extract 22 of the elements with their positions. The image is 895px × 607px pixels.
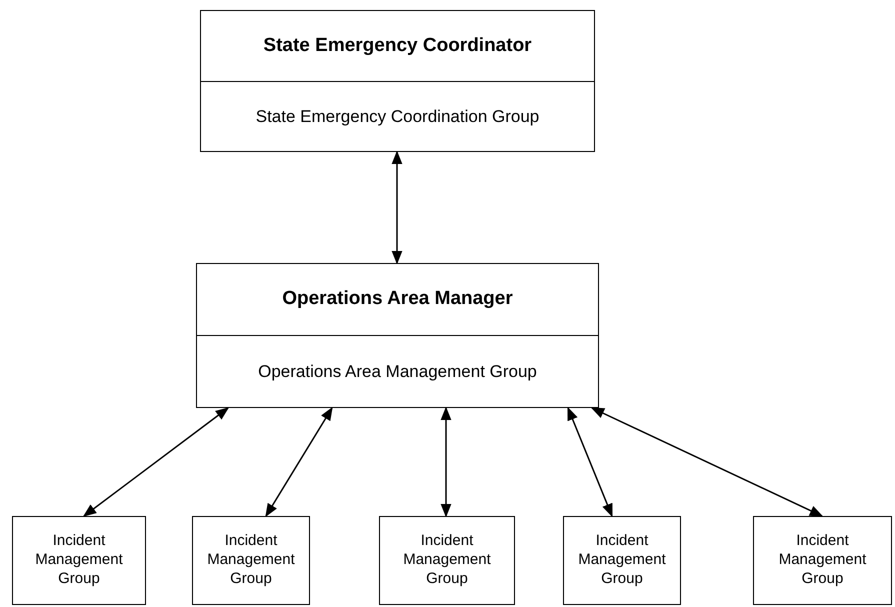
double-arrow <box>82 407 230 517</box>
group-box <box>753 516 892 605</box>
role-box <box>196 263 599 408</box>
double-arrow <box>590 407 824 517</box>
double-arrow <box>392 150 402 264</box>
role-title: State Emergency Coordinator <box>263 34 532 58</box>
group-name: Operations Area Management Group <box>258 360 537 383</box>
group-name: Incident Management Group <box>34 532 124 589</box>
group-name: State Emergency Coordination Group <box>256 106 540 128</box>
group-box <box>563 516 681 605</box>
role-box <box>200 10 595 152</box>
double-arrow <box>567 406 613 518</box>
double-arrow <box>440 406 452 518</box>
double-arrow <box>265 406 333 518</box>
group-box <box>379 516 515 605</box>
role-title: Operations Area Manager <box>282 287 513 312</box>
group-box <box>192 516 310 605</box>
group-name: Incident Management Group <box>577 532 667 589</box>
group-name: Incident Management Group <box>778 532 868 589</box>
group-box <box>12 516 146 605</box>
group-name: Incident Management Group <box>206 532 296 589</box>
group-name: Incident Management Group <box>402 532 492 589</box>
